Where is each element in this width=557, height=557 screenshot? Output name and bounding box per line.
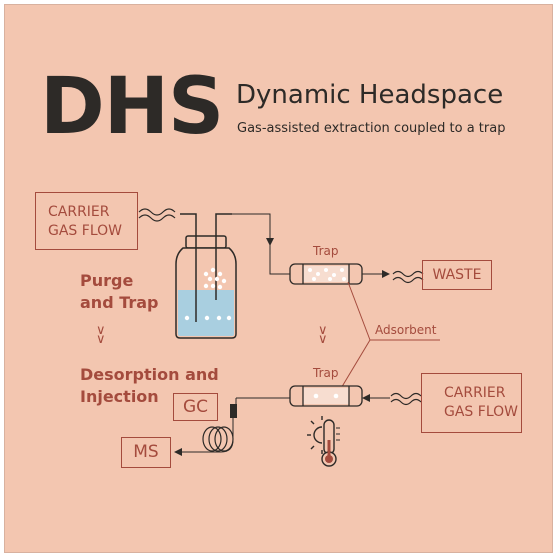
thermometer-icon <box>321 419 340 467</box>
page-title: Dynamic Headspace <box>236 80 504 110</box>
acronym-title: DHS <box>40 62 224 152</box>
trap-tube-icon <box>289 385 363 407</box>
waste-box: WASTE <box>422 260 492 290</box>
sun-icon <box>307 416 323 454</box>
step-label: Desorption and <box>80 365 219 384</box>
wavy-flow-icon <box>392 270 424 278</box>
coil-icon <box>174 404 237 456</box>
carrier-gas-flow-box-top: CARRIER GAS FLOW <box>35 192 138 250</box>
box-label: GAS FLOW <box>444 404 518 420</box>
desorption-step: Desorption and Injection <box>80 364 219 408</box>
adsorbent-label: Adsorbent <box>375 323 437 337</box>
wavy-flow-icon <box>390 398 422 406</box>
box-label: CARRIER <box>48 204 110 220</box>
trap-label-bottom: Trap <box>313 366 339 380</box>
gc-box: GC <box>173 393 218 421</box>
page-subtitle: Gas-assisted extraction coupled to a tra… <box>237 121 506 136</box>
wavy-flow-icon <box>390 392 422 400</box>
box-label: CARRIER <box>444 385 506 401</box>
purge-and-trap-step: Purge and Trap <box>80 270 159 314</box>
ms-box: MS <box>121 437 171 468</box>
step-label: Purge <box>80 271 134 290</box>
step-label: and Trap <box>80 293 159 312</box>
diagram-panel <box>4 4 553 553</box>
step-label: Injection <box>80 387 159 406</box>
wavy-flow-icon <box>138 214 176 222</box>
carrier-gas-flow-box-bottom: CARRIER GAS FLOW <box>421 373 522 433</box>
vial-icon <box>175 213 274 339</box>
chevron-down-icon: ∨∨ <box>96 323 105 347</box>
wavy-flow-icon <box>392 276 424 284</box>
trap-tube-icon <box>289 263 363 285</box>
trap-label-top: Trap <box>313 244 339 258</box>
wavy-flow-icon <box>138 208 176 216</box>
box-label: GAS FLOW <box>48 223 122 239</box>
chevron-down-icon: ∨∨ <box>318 323 327 347</box>
